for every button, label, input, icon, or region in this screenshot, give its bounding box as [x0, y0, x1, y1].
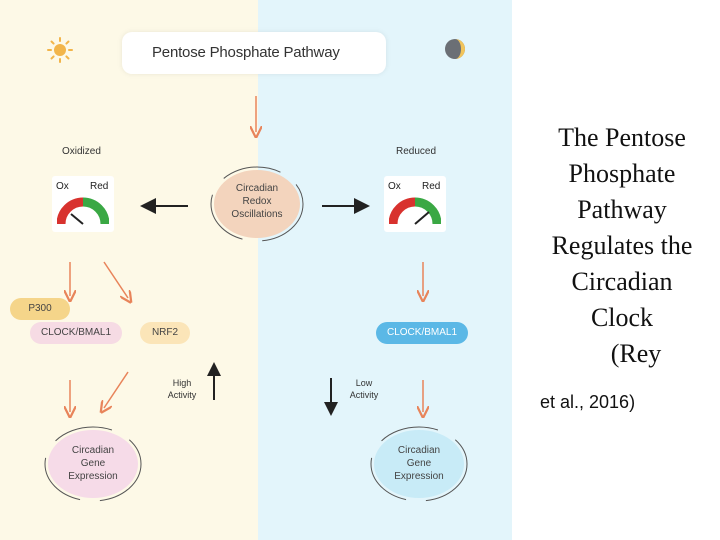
oxidized-gauge: Ox Red	[52, 176, 114, 232]
high-activity-up-arrow	[207, 362, 221, 400]
high-activity-label: High Activity	[167, 378, 197, 400]
redox-oscillations-label: Circadian Redox Oscillations	[231, 183, 283, 220]
pathway-figure: Pentose Phosphate Pathway Oxidized Reduc…	[0, 0, 512, 540]
reduced-gauge: Ox Red	[384, 176, 446, 232]
gauge-red-label: Red	[422, 181, 441, 192]
low-activity-down-arrow	[324, 378, 338, 416]
gauge-ox-label: Ox	[388, 181, 401, 192]
oxidized-label: Oxidized	[62, 146, 101, 157]
caption-citation: et al., 2016)	[540, 392, 636, 412]
clock-bmal1-right-node: CLOCK/BMAL1	[376, 322, 468, 344]
gene-expression-right-node	[374, 430, 464, 498]
clock-bmal1-left-node: CLOCK/BMAL1	[30, 322, 122, 344]
redox-oscillations-node	[214, 170, 300, 238]
pathway-title: Pentose Phosphate Pathway	[152, 44, 340, 61]
p300-node: P300	[10, 298, 70, 320]
gene-expression-left-node	[48, 430, 138, 498]
gauge-ox-label: Ox	[56, 181, 69, 192]
moon-icon	[445, 39, 465, 59]
arrow-left-nrf2	[103, 261, 128, 298]
gene-expression-right-label: Circadian Gene Expression	[394, 445, 444, 482]
gauge-dial-icon	[57, 197, 109, 225]
nrf2-node: NRF2	[140, 322, 190, 344]
gene-expression-left-label: Circadian Gene Expression	[68, 445, 118, 482]
reduced-label: Reduced	[396, 146, 437, 157]
arrow-nrf2-gene	[104, 371, 129, 408]
gauge-red-label: Red	[90, 181, 109, 192]
title-box	[122, 32, 386, 74]
slide-caption: The Pentose Phosphate Pathway Regulates …	[551, 123, 693, 368]
sun-icon	[47, 37, 73, 63]
gauge-dial-icon	[389, 197, 441, 225]
low-activity-label: Low Activity	[349, 378, 379, 400]
pathway-arrows	[44, 96, 468, 502]
